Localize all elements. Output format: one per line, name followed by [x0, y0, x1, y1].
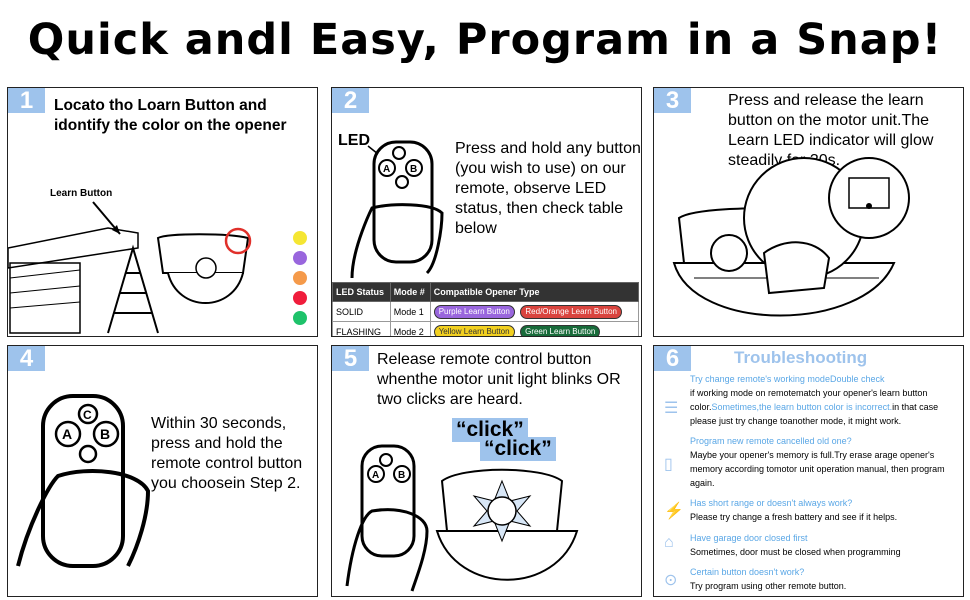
svg-text:A: A — [372, 470, 379, 481]
garage-icon: ⌂ — [664, 534, 674, 551]
yellow-badge: Yellow Learn Button — [433, 324, 515, 336]
troubleshooting-item: Has short range or doesn't always work? … — [690, 496, 960, 524]
table-cell: FLASHING — [332, 321, 391, 336]
led-label: LED — [338, 132, 370, 149]
garage-opener-illustration — [8, 201, 252, 334]
sliders-icon: ☰ — [664, 400, 679, 417]
item-question: Has short range or doesn't always work? — [690, 498, 853, 508]
table-row: FLASHING Mode 2 Yellow Learn Button Gree… — [332, 321, 640, 336]
step-number: 2 — [332, 88, 369, 114]
step-number: 3 — [654, 88, 691, 114]
color-dot-yellow — [293, 231, 307, 245]
table-cell: Mode 1 — [389, 301, 431, 322]
remote-icon: ▯ — [664, 456, 673, 473]
color-dot-green — [293, 311, 307, 325]
item-answer: in that case please just try change toan… — [690, 402, 939, 426]
item-question: Try change remote's working modeDouble c… — [690, 374, 885, 384]
step-1-panel: 1 Locato tho Loarn Button and idontify t… — [7, 87, 318, 337]
click-sound-label: “click” — [480, 437, 556, 461]
item-answer: if working mode on remotematch your open… — [690, 388, 928, 412]
battery-icon: ⚡ — [664, 503, 684, 520]
motor-unit-illustration — [672, 157, 910, 317]
table-header: Mode # — [389, 282, 431, 302]
troubleshooting-heading: Troubleshooting — [734, 348, 868, 367]
item-question: Have garage door closed first — [690, 533, 808, 543]
learn-button-label: Learn Button — [50, 188, 113, 199]
troubleshooting-item: Certain button doesn't work? Try program… — [690, 565, 960, 593]
step-2-text: Press and hold any button (you wish to u… — [455, 140, 641, 237]
svg-text:A: A — [62, 426, 72, 442]
svg-text:B: B — [398, 470, 405, 481]
table-header: Compatible Opener Type — [429, 282, 640, 302]
step-5-text: Release remote control button whenthe mo… — [377, 351, 621, 408]
table-cell: Mode 2 — [389, 321, 431, 336]
item-answer-highlight: Sometimes,the learn button color is inco… — [711, 402, 893, 412]
purple-badge: Purple Learn Button — [433, 304, 515, 319]
page-title: Quick andl Easy, Program in a Snap! — [27, 15, 943, 65]
red-orange-badge: Red/Orange Learn Button — [520, 304, 623, 319]
step-4-panel: 4 C A B Within 30 seconds, press and hol… — [7, 345, 318, 597]
motor-unit-illustration: A B — [345, 444, 579, 592]
step-2-panel: 2 LED A B Press and hold any button (you… — [331, 87, 642, 337]
item-answer: Sometimes, door must be closed when prog… — [690, 547, 901, 557]
troubleshooting-item: Have garage door closed first Sometimes,… — [690, 531, 960, 559]
table-cell: SOLID — [332, 301, 391, 322]
svg-text:A: A — [383, 164, 390, 175]
svg-text:B: B — [100, 426, 110, 442]
svg-text:B: B — [410, 164, 417, 175]
toggle-icon: ⊙ — [664, 572, 678, 589]
table-cell: Yellow Learn Button Green Learn Button — [429, 321, 640, 336]
troubleshooting-item: Try change remote's working modeDouble c… — [690, 372, 960, 428]
item-answer: Please try change a fresh battery and se… — [690, 512, 898, 522]
step-1-text: Locato tho Loarn Button and idontify the… — [54, 97, 287, 134]
remote-hand-illustration: C A B — [16, 394, 151, 568]
item-question: Certain button doesn't work? — [690, 567, 805, 577]
troubleshooting-panel: 6 Troubleshooting ☰ Try change remote's … — [653, 345, 964, 597]
table-header: LED Status — [332, 282, 391, 302]
led-status-table: LED Status Mode # Compatible Opener Type… — [332, 282, 640, 336]
step-number: 6 — [654, 346, 691, 372]
item-answer: Maybe your opener's memory is full.Try e… — [690, 450, 945, 488]
remote-hand-illustration: A B — [350, 140, 444, 279]
table-cell: Purple Learn Button Red/Orange Learn But… — [429, 301, 640, 322]
color-dot-purple — [293, 251, 307, 265]
item-answer: Try program using other remote button. — [690, 581, 847, 591]
step-number: 1 — [8, 88, 45, 114]
step-3-panel: 3 Press and release the learn button on … — [653, 87, 964, 337]
step-3-text: Press and release the learn button on th… — [728, 92, 934, 169]
step-number: 4 — [8, 346, 45, 372]
step-number: 5 — [332, 346, 369, 372]
troubleshooting-item: Program new remote cancelled old one? Ma… — [690, 434, 960, 490]
color-dot-red — [293, 291, 307, 305]
item-question: Program new remote cancelled old one? — [690, 436, 852, 446]
green-badge: Green Learn Button — [520, 324, 601, 336]
step-4-text: Within 30 seconds, press and hold the re… — [151, 415, 303, 492]
step-5-panel: 5 Release remote control button whenthe … — [331, 345, 642, 597]
color-dot-orange — [293, 271, 307, 285]
table-row: SOLID Mode 1 Purple Learn Button Red/Ora… — [332, 301, 640, 322]
svg-text:C: C — [83, 408, 92, 422]
